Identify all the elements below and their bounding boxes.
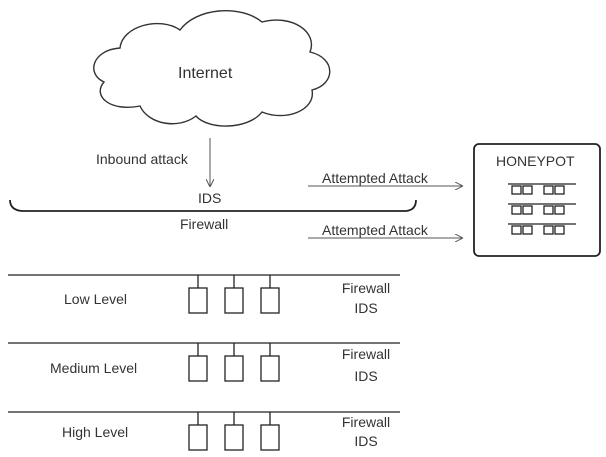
firewall-bracket — [9, 199, 417, 212]
low-firewall-tag: Firewall — [341, 280, 391, 296]
high-ids-tag: IDS — [354, 433, 378, 449]
attempted-attack-label: Attempted Attack — [322, 170, 428, 186]
high-firewall-tag: Firewall — [341, 414, 391, 430]
medium-firewall-tag: Firewall — [341, 346, 391, 362]
low-level-label: Low Level — [64, 291, 128, 307]
high-level-label: High Level — [62, 424, 129, 440]
attempted-attack-label: Attempted Attack — [322, 222, 428, 238]
medium-ids-tag: IDS — [354, 368, 378, 384]
low-ids-tag: IDS — [354, 300, 378, 316]
honeypot-box — [473, 143, 601, 257]
internet-cloud — [93, 10, 331, 127]
honeypot-title: HONEYPOT — [496, 153, 575, 169]
low-level-hosts — [188, 275, 280, 314]
internet-label: Internet — [178, 65, 233, 82]
medium-level-hosts — [188, 343, 280, 382]
firewall-label: Firewall — [180, 216, 229, 232]
ids-label: IDS — [198, 190, 222, 206]
inbound-attack-label: Inbound attack — [96, 151, 188, 167]
honeypot-network-icon — [508, 183, 576, 235]
high-level-hosts — [188, 412, 280, 451]
medium-level-label: Medium Level — [50, 360, 138, 376]
